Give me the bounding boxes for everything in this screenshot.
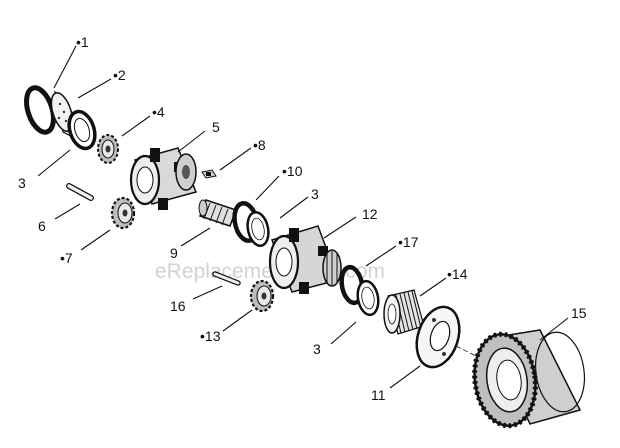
callout-labels: •1 •2 3 •4 5 6 •7 •8 9 •10 3 11 12 •13 •… — [18, 34, 587, 403]
leader-lines — [37, 45, 569, 389]
callout-13: •13 — [200, 328, 221, 344]
part-15-ring-gear[interactable] — [469, 329, 589, 430]
part-5-planet-carrier[interactable] — [129, 147, 198, 210]
callout-6: 6 — [38, 218, 46, 234]
callout-12: 12 — [362, 206, 378, 222]
part-6-pin[interactable] — [66, 183, 94, 201]
axis-centerline — [455, 345, 489, 363]
part-3-washer-second[interactable] — [245, 210, 272, 248]
part-11-thrust-plate[interactable] — [409, 301, 466, 372]
part-14-needle-bearing[interactable] — [383, 289, 425, 335]
callout-15: 15 — [571, 305, 587, 321]
callout-3-a: 3 — [18, 175, 26, 191]
part-4-pinion-gear[interactable] — [97, 134, 119, 164]
callout-1: •1 — [76, 34, 89, 50]
part-3-washer[interactable] — [65, 108, 100, 152]
part-12-planet-carrier[interactable] — [268, 225, 342, 294]
part-9-splined-shaft[interactable] — [198, 199, 237, 227]
part-13-planet-gear[interactable] — [249, 279, 275, 313]
callout-11: 11 — [371, 387, 386, 403]
callout-3-b: 3 — [311, 186, 319, 202]
callout-14: •14 — [447, 266, 468, 282]
callout-5: 5 — [212, 119, 220, 135]
callout-8: •8 — [253, 137, 266, 153]
callout-4: •4 — [152, 104, 165, 120]
callout-9: 9 — [170, 245, 178, 261]
callout-2: •2 — [113, 67, 126, 83]
part-7-planet-gear[interactable] — [110, 196, 136, 230]
part-8-key[interactable] — [201, 169, 217, 179]
part-3-washer-third[interactable] — [355, 279, 381, 317]
callout-10: •10 — [282, 163, 303, 179]
callout-16: 16 — [170, 298, 186, 314]
part-16-pin[interactable] — [212, 271, 241, 286]
callout-7: •7 — [60, 250, 73, 266]
callout-17: •17 — [398, 234, 419, 250]
callout-3-c: 3 — [313, 341, 321, 357]
